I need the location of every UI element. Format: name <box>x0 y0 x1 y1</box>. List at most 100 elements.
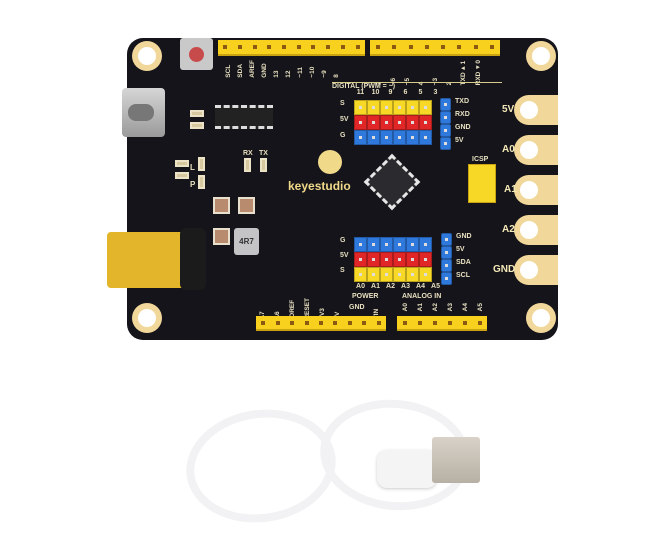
side-pad-a0 <box>514 135 558 165</box>
bottom-pin-numbers: A0 A1 A2 A3 A4 A5 <box>354 283 442 290</box>
pin-label: SCL <box>456 272 470 279</box>
capacitor <box>213 197 230 214</box>
i2c-labels: GND 5V SDA SCL <box>456 233 472 285</box>
pin-number: A5 <box>431 283 440 290</box>
bottom-pin-block <box>354 237 432 282</box>
inductor: 4R7 <box>234 228 259 255</box>
analog-in-label: ANALOG IN <box>402 293 442 300</box>
ladybug-logo-icon <box>318 150 342 174</box>
side-pad-label: A0 <box>502 144 515 155</box>
capacitor <box>238 197 255 214</box>
pin-label: ~9 <box>321 70 328 78</box>
side-pad-5v <box>514 95 558 125</box>
mounting-hole <box>132 303 162 333</box>
pin-label: 5V <box>455 137 464 144</box>
pin-label: 8 <box>333 74 340 78</box>
top-header-left <box>218 40 365 56</box>
led-p-label: P <box>190 180 196 189</box>
icsp-header <box>468 164 496 203</box>
side-pad-label: GND <box>493 264 516 275</box>
top-pin-numbers: 11 10 9 6 5 3 <box>354 89 442 96</box>
dc-barrel-jack <box>107 232 187 288</box>
usb-c-connector <box>377 450 437 488</box>
pin-label: A2 <box>432 303 439 312</box>
capacitor <box>213 228 230 245</box>
pin-label: 5V <box>456 246 465 253</box>
bottom-header-analog <box>397 316 487 331</box>
side-pad-label: A2 <box>502 224 515 235</box>
power-label: POWER <box>352 293 379 300</box>
led-l-label: L <box>190 163 195 172</box>
bottom-header-power <box>256 316 386 331</box>
pin-number: 9 <box>388 89 393 96</box>
pin-label: SCL <box>225 64 232 78</box>
brand-logo-text: keyestudio <box>288 179 351 193</box>
pin-label: GND <box>349 304 365 311</box>
row-label: 5V <box>340 252 349 259</box>
smd-resistor <box>175 160 189 167</box>
pin-label: GND <box>455 124 471 131</box>
mounting-hole <box>526 303 556 333</box>
row-label: 5V <box>340 116 349 123</box>
tx-label: TX <box>259 150 268 157</box>
pin-label: ~10 <box>309 66 316 78</box>
side-pad-label: A1 <box>504 184 517 195</box>
pin-label: RXD <box>455 111 470 118</box>
dc-jack-socket <box>180 228 206 290</box>
led-l <box>198 157 205 171</box>
usb-cable-loop <box>178 400 344 532</box>
top-pin-block <box>354 100 432 145</box>
row-label: G <box>340 132 346 139</box>
reset-knob <box>189 47 204 62</box>
top-header-right <box>370 40 500 56</box>
pin-label: A0 <box>402 303 409 312</box>
usb-c-port <box>122 88 165 137</box>
top-header-labels-left: SCL SDA AREF GND 13 12 ~11 ~10 ~9 8 <box>225 60 340 78</box>
pin-number: 6 <box>403 89 408 96</box>
pin-label: A5 <box>477 303 484 312</box>
pin-label: ~11 <box>297 67 304 78</box>
smd-resistor <box>190 110 204 117</box>
pin-number: A1 <box>371 283 380 290</box>
pin-number: A2 <box>386 283 395 290</box>
digital-label: DIGITAL (PWM = ~) <box>332 82 502 90</box>
usb-serial-chip <box>215 105 273 129</box>
pin-number: 11 <box>356 89 365 96</box>
row-label: S <box>340 267 345 274</box>
smd-resistor <box>190 122 204 129</box>
bottom-header-labels-left: A7 A6 IOREF RESET 3V3 5V GND VIN <box>259 298 380 320</box>
reset-button[interactable] <box>180 38 213 70</box>
top-row-labels: S 5V G <box>340 100 349 148</box>
pin-number: A0 <box>356 283 365 290</box>
uart-labels: TXD RXD GND 5V <box>455 98 471 150</box>
pin-number: A4 <box>416 283 425 290</box>
row-label: S <box>340 100 345 107</box>
pin-label: GND <box>456 233 472 240</box>
side-pad-gnd <box>514 255 558 285</box>
icsp-label: ICSP <box>472 156 489 163</box>
uart-header <box>440 98 451 150</box>
led-p <box>198 175 205 189</box>
pin-number: 10 <box>371 89 380 96</box>
smd-resistor <box>175 172 189 179</box>
pin-label: 12 <box>285 70 292 78</box>
pin-label: A4 <box>462 303 469 312</box>
side-pad-a2 <box>514 215 558 245</box>
side-pad-label: 5V <box>502 104 515 115</box>
bottom-row-labels: G 5V S <box>340 237 349 282</box>
mounting-hole <box>132 41 162 71</box>
pin-label: TXD <box>455 98 469 105</box>
pin-label: SDA <box>456 259 471 266</box>
pin-label: 13 <box>273 70 280 78</box>
pin-label: SDA <box>237 63 244 78</box>
rx-label: RX <box>243 150 253 157</box>
pin-number: A3 <box>401 283 410 290</box>
pin-number: 5 <box>418 89 423 96</box>
side-pad-a1 <box>514 175 558 205</box>
pin-label: A3 <box>447 303 454 312</box>
pin-number: 3 <box>433 89 438 96</box>
rx-led <box>244 158 251 172</box>
mounting-hole <box>526 41 556 71</box>
tx-led <box>260 158 267 172</box>
pin-label: GND <box>261 63 268 78</box>
